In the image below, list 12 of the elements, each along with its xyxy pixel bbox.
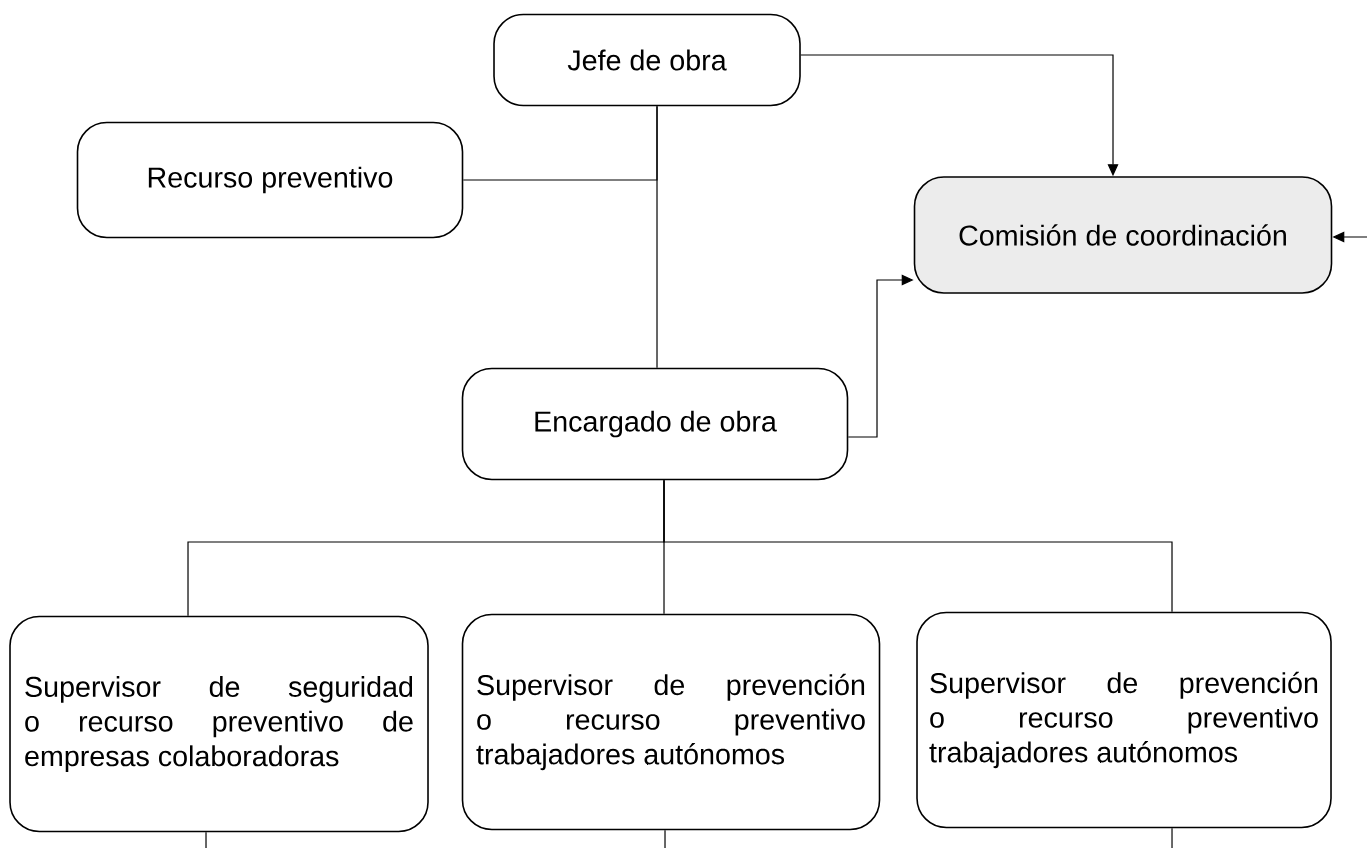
org-box: Supervisor de seguridad o recurso preventivo de empresas colaboradoras [9, 615, 429, 833]
org-box: Supervisor de prevención o recurso preventivo trabajadores autónomos [461, 613, 881, 831]
org-box: Comisión de coordinación [913, 176, 1333, 294]
org-box: Encargado de obra [461, 367, 849, 481]
connector [205, 831, 207, 848]
org-box: Supervisor de prevención o recurso preventivo trabajadores autónomos [916, 611, 1332, 829]
connector [462, 105, 658, 181]
org-box: Jefe de obra [493, 13, 801, 107]
connector [664, 829, 666, 848]
connector [663, 479, 1173, 613]
connector [1171, 827, 1173, 848]
org-box: Recurso preventivo [76, 121, 464, 239]
